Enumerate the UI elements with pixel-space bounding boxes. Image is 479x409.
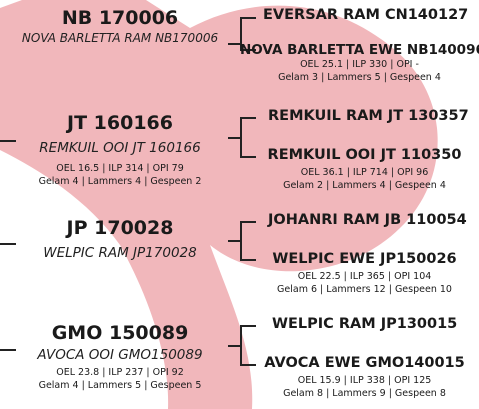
bracket-top: [240, 17, 256, 19]
dam-stats: Gelam 3 | Lammers 5 | Gespeen 4: [240, 72, 479, 85]
animal-id: GMO 150089: [0, 322, 240, 344]
dam-id: REMKUIL OOI JT 110350: [250, 146, 479, 164]
dam-stats: OEL 15.9 | ILP 338 | OPI 125: [250, 375, 479, 388]
dam-block: REMKUIL OOI JT 110350 OEL 36.1 | ILP 714…: [250, 146, 479, 192]
animal-id: JP 170028: [0, 217, 240, 239]
dam-stats: Gelam 6 | Lammers 12 | Gespeen 10: [250, 284, 479, 297]
animal-stats: Gelam 4 | Lammers 5 | Gespeen 5: [0, 380, 240, 393]
dam-block: NOVA BARLETTA EWE NB140096 OEL 25.1 | IL…: [240, 41, 479, 84]
bracket-top: [240, 117, 256, 119]
dam-stats: OEL 25.1 | ILP 330 | OPI -: [240, 59, 479, 72]
animal-name: NOVA BARLETTA RAM NB170006: [0, 29, 240, 47]
dam-stats: OEL 36.1 | ILP 714 | OPI 96: [250, 167, 479, 180]
sire-id: JOHANRI RAM JB 110054: [268, 211, 467, 229]
sire-id: REMKUIL RAM JT 130357: [268, 107, 469, 125]
animal-block-4: GMO 150089 AVOCA OOI GMO150089 OEL 23.8 …: [0, 322, 240, 392]
animal-block-3: JP 170028 WELPIC RAM JP170028: [0, 217, 240, 262]
animal-name: AVOCA OOI GMO150089: [0, 346, 240, 364]
animal-stats: OEL 23.8 | ILP 237 | OPI 92: [0, 367, 240, 380]
dam-stats: OEL 22.5 | ILP 365 | OPI 104: [250, 271, 479, 284]
sire-id: EVERSAR RAM CN140127: [263, 6, 468, 24]
animal-stats: Gelam 4 | Lammers 4 | Gespeen 2: [0, 176, 240, 189]
dam-stats: Gelam 8 | Lammers 9 | Gespeen 8: [250, 388, 479, 401]
animal-block-2: JT 160166 REMKUIL OOI JT 160166 OEL 16.5…: [0, 112, 240, 188]
dam-id: WELPIC EWE JP150026: [250, 250, 479, 268]
dam-block: AVOCA EWE GMO140015 OEL 15.9 | ILP 338 |…: [250, 354, 479, 400]
dam-block: WELPIC EWE JP150026 OEL 22.5 | ILP 365 |…: [250, 250, 479, 296]
dam-id: NOVA BARLETTA EWE NB140096: [240, 41, 479, 59]
bracket-vertical: [240, 117, 242, 157]
animal-id: JT 160166: [0, 112, 240, 134]
animal-name: REMKUIL OOI JT 160166: [0, 139, 240, 157]
animal-name: WELPIC RAM JP170028: [0, 244, 240, 262]
bracket-top: [240, 221, 256, 223]
animal-id: NB 170006: [0, 7, 240, 29]
bracket-vertical: [240, 221, 242, 260]
sire-id: WELPIC RAM JP130015: [272, 315, 457, 333]
bracket-vertical: [240, 325, 242, 365]
bracket-top: [240, 325, 256, 327]
dam-stats: Gelam 2 | Lammers 4 | Gespeen 4: [250, 180, 479, 193]
animal-stats: OEL 16.5 | ILP 314 | OPI 79: [0, 163, 240, 176]
dam-id: AVOCA EWE GMO140015: [250, 354, 479, 372]
animal-block-1: NB 170006 NOVA BARLETTA RAM NB170006: [0, 7, 240, 47]
